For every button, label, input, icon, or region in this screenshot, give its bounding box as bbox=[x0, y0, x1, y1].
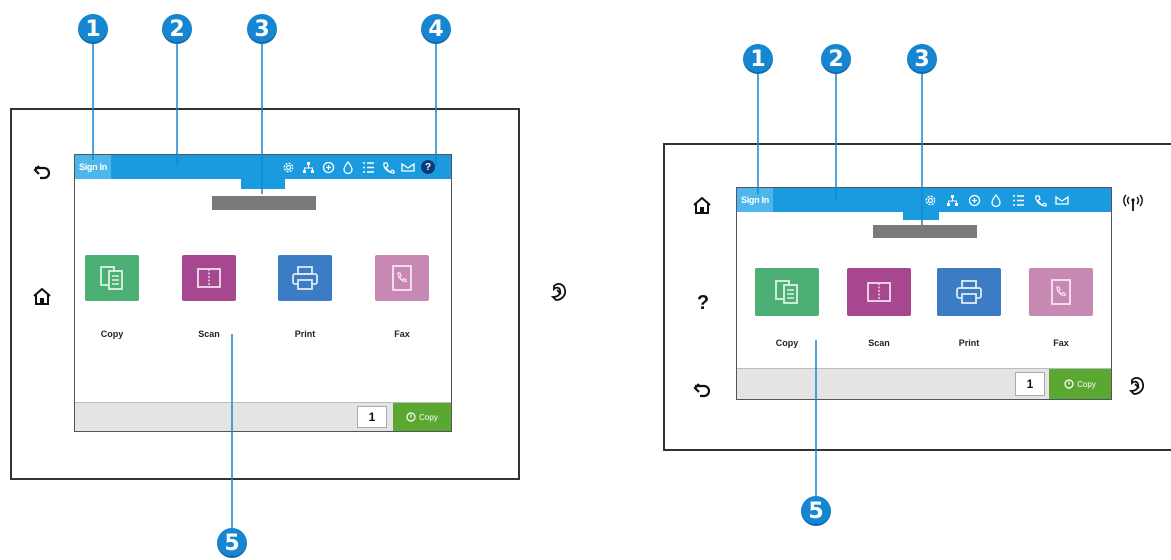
start-copy-button[interactable]: Copy bbox=[1049, 369, 1111, 399]
copy-label: Copy bbox=[100, 329, 124, 339]
scan-label: Scan bbox=[868, 338, 890, 348]
web-services-icon[interactable] bbox=[1055, 193, 1069, 207]
help-button[interactable]: ? bbox=[696, 291, 710, 314]
callout-5: 5 bbox=[217, 528, 247, 558]
top-status-bar: Sign In ? bbox=[75, 155, 451, 179]
fax-icon bbox=[1051, 279, 1071, 305]
print-tile[interactable] bbox=[937, 268, 1001, 316]
wireless-icon bbox=[1120, 192, 1146, 214]
fax-label: Fax bbox=[1053, 338, 1069, 348]
callout-3: 3 bbox=[907, 44, 937, 74]
start-copy-button[interactable]: Copy bbox=[393, 403, 451, 431]
ink-icon[interactable] bbox=[989, 193, 1003, 207]
status-icons bbox=[923, 188, 1069, 212]
nfc-icon bbox=[1126, 374, 1148, 398]
copy-icon bbox=[100, 266, 123, 290]
copy-tile[interactable] bbox=[755, 268, 819, 316]
app-title-area bbox=[212, 196, 316, 210]
start-copy-label: Copy bbox=[1077, 379, 1096, 389]
print-icon bbox=[292, 266, 318, 290]
start-icon bbox=[406, 412, 416, 422]
sign-in-button[interactable]: Sign In bbox=[737, 188, 773, 212]
ink-icon[interactable] bbox=[341, 160, 355, 174]
help-icon[interactable]: ? bbox=[421, 160, 435, 174]
scan-label: Scan bbox=[198, 329, 220, 339]
left-touch-screen: Sign In ? Copy Scan Print Fax 1 Copy bbox=[74, 154, 452, 432]
print-tile[interactable] bbox=[278, 255, 332, 301]
copy-label: Copy bbox=[775, 338, 799, 348]
fax-tile[interactable] bbox=[375, 255, 429, 301]
start-copy-label: Copy bbox=[419, 412, 438, 422]
fax-status-icon[interactable] bbox=[1033, 193, 1047, 207]
bottom-bar: 1 Copy bbox=[75, 402, 451, 431]
print-label: Print bbox=[958, 338, 980, 348]
setup-list-icon[interactable] bbox=[1011, 193, 1025, 207]
nfc-icon bbox=[548, 280, 570, 304]
callout-2: 2 bbox=[162, 14, 192, 44]
copies-field[interactable]: 1 bbox=[1015, 372, 1045, 396]
print-label: Print bbox=[294, 329, 316, 339]
start-icon bbox=[1064, 379, 1074, 389]
callout-1: 1 bbox=[78, 14, 108, 44]
callout-4: 4 bbox=[421, 14, 451, 44]
bottom-bar: 1 Copy bbox=[737, 368, 1111, 399]
copy-icon bbox=[775, 280, 798, 304]
scan-tile[interactable] bbox=[847, 268, 911, 316]
callout-1: 1 bbox=[743, 44, 773, 74]
scan-icon bbox=[197, 268, 221, 288]
back-icon[interactable] bbox=[30, 160, 54, 184]
callout-3: 3 bbox=[247, 14, 277, 44]
home-icon[interactable] bbox=[690, 193, 714, 217]
fax-tile[interactable] bbox=[1029, 268, 1093, 316]
network-icon[interactable] bbox=[301, 160, 315, 174]
setup-list-icon[interactable] bbox=[361, 160, 375, 174]
settings-icon[interactable] bbox=[923, 193, 937, 207]
fax-icon bbox=[392, 265, 412, 291]
fax-status-icon[interactable] bbox=[381, 160, 395, 174]
wifi-direct-icon[interactable] bbox=[967, 193, 981, 207]
app-title-area bbox=[873, 225, 977, 238]
print-icon bbox=[956, 280, 982, 304]
callout-2: 2 bbox=[821, 44, 851, 74]
copies-field[interactable]: 1 bbox=[357, 406, 387, 428]
copy-tile[interactable] bbox=[85, 255, 139, 301]
back-icon[interactable] bbox=[690, 378, 714, 402]
web-services-icon[interactable] bbox=[401, 160, 415, 174]
right-touch-screen: Sign In Copy Scan Print Fax 1 Copy bbox=[736, 187, 1112, 400]
top-status-bar: Sign In bbox=[737, 188, 1111, 212]
fax-label: Fax bbox=[394, 329, 410, 339]
scan-tile[interactable] bbox=[182, 255, 236, 301]
wifi-direct-icon[interactable] bbox=[321, 160, 335, 174]
dashboard-tab[interactable] bbox=[903, 212, 939, 220]
scan-icon bbox=[867, 282, 891, 302]
settings-icon[interactable] bbox=[281, 160, 295, 174]
dashboard-tab[interactable] bbox=[241, 179, 285, 189]
callout-5: 5 bbox=[801, 496, 831, 526]
status-icons: ? bbox=[281, 155, 435, 179]
network-icon[interactable] bbox=[945, 193, 959, 207]
home-icon[interactable] bbox=[30, 284, 54, 308]
